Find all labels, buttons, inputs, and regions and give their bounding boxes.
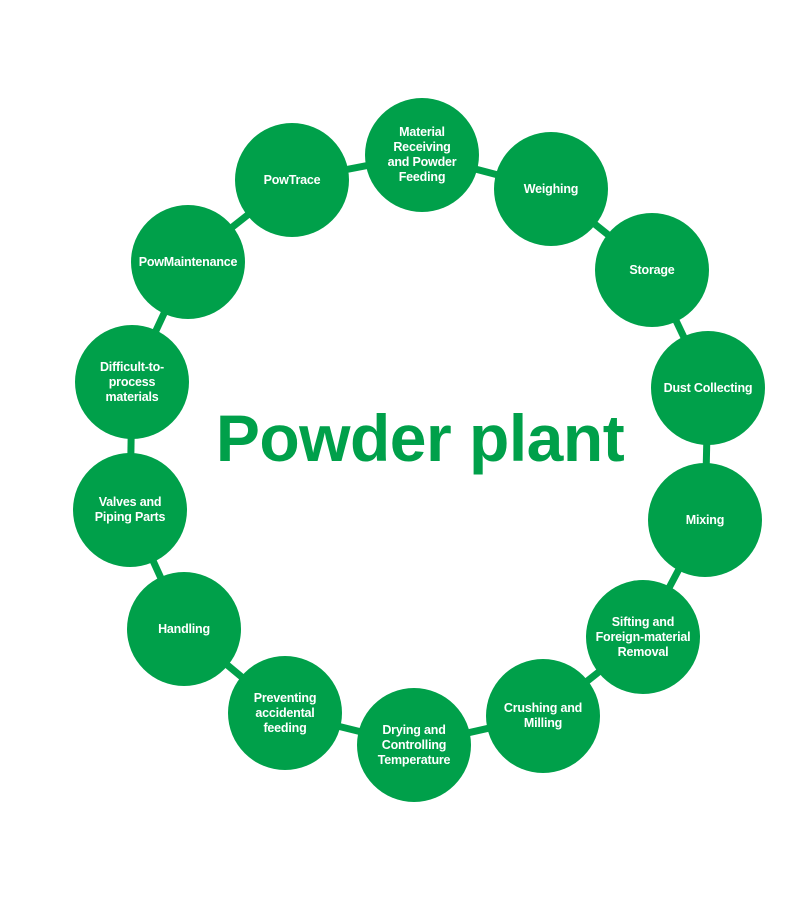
node-label: Preventing accidental feeding	[253, 690, 317, 735]
node-label: Mixing	[685, 512, 725, 527]
node-label: Dust Collecting	[663, 380, 753, 395]
node-handling[interactable]: Handling	[127, 572, 241, 686]
node-preventing[interactable]: Preventing accidental feeding	[228, 656, 342, 770]
node-label: Storage	[629, 262, 675, 277]
node-storage[interactable]: Storage	[595, 213, 709, 327]
node-sifting[interactable]: Sifting and Foreign-material Removal	[586, 580, 700, 694]
node-powmaintenance[interactable]: PowMaintenance	[131, 205, 245, 319]
node-label: PowTrace	[263, 172, 321, 187]
node-mixing[interactable]: Mixing	[648, 463, 762, 577]
node-label: Handling	[158, 621, 210, 636]
node-drying[interactable]: Drying and Controlling Temperature	[357, 688, 471, 802]
diagram-title: Powder plant	[215, 401, 625, 475]
node-label: Valves and Piping Parts	[94, 495, 166, 524]
node-label: Drying and Controlling Temperature	[377, 722, 451, 767]
node-weighing[interactable]: Weighing	[494, 132, 608, 246]
node-valves[interactable]: Valves and Piping Parts	[73, 453, 187, 567]
node-label: Weighing	[523, 181, 579, 196]
node-powtrace[interactable]: PowTrace	[235, 123, 349, 237]
node-dust-collecting[interactable]: Dust Collecting	[651, 331, 765, 445]
node-label: Difficult-to- process materials	[99, 359, 165, 404]
node-label: Crushing and Milling	[503, 701, 583, 730]
node-label: PowMaintenance	[138, 254, 238, 269]
node-difficult[interactable]: Difficult-to- process materials	[75, 325, 189, 439]
node-label: Sifting and Foreign-material Removal	[595, 614, 691, 659]
node-crushing[interactable]: Crushing and Milling	[486, 659, 600, 773]
node-material-receiving[interactable]: Material Receiving and Powder Feeding	[365, 98, 479, 212]
node-label: Material Receiving and Powder Feeding	[387, 125, 457, 184]
